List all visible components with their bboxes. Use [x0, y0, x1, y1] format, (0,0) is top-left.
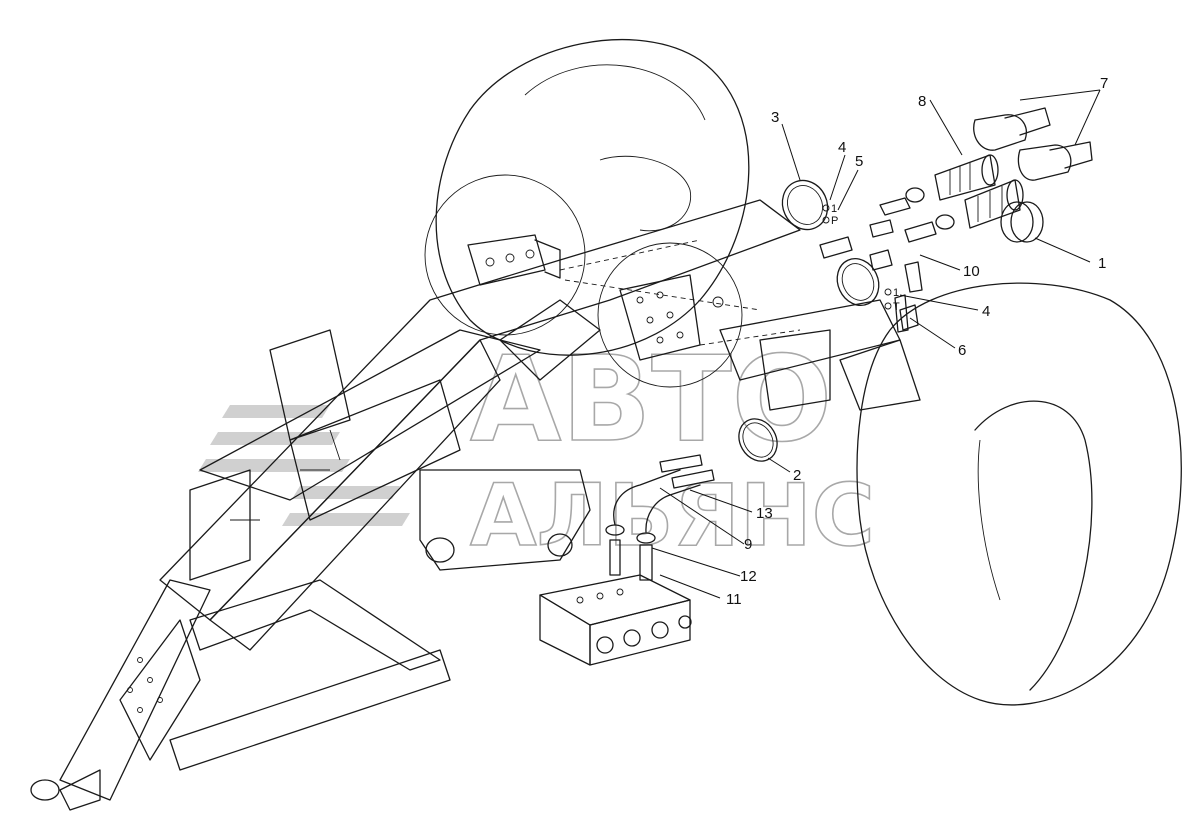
detail-circle-valve — [424, 174, 586, 336]
watermark: АВТО АЛЬЯНС — [198, 329, 876, 567]
callout-4-upper: 4 — [838, 139, 846, 156]
wheel-rear — [435, 38, 750, 356]
callout-5: 5 — [855, 153, 863, 170]
drawbar-holes — [127, 657, 163, 713]
callout-1: 1 — [1098, 255, 1106, 272]
clamp-3 — [781, 179, 829, 231]
callout-labels: 1 2 3 4 4 5 6 7 8 9 10 11 12 13 — [726, 75, 1108, 608]
seal-ring-1 — [1000, 201, 1044, 243]
callout-2: 2 — [793, 467, 801, 484]
quick-coupling-upper — [879, 154, 999, 216]
wheel-front — [856, 282, 1182, 706]
clamp-lower — [836, 258, 880, 306]
callout-3: 3 — [771, 109, 779, 126]
callout-7: 7 — [1100, 75, 1108, 92]
callout-9: 9 — [744, 536, 752, 553]
port-mark-t: T — [893, 301, 900, 313]
callout-10: 10 — [963, 263, 980, 280]
valve-block — [539, 574, 692, 666]
projection-lines — [559, 239, 801, 346]
port-mark-1-lower: 1 — [893, 287, 899, 299]
callout-8: 8 — [918, 93, 926, 110]
callout-4-lower: 4 — [982, 303, 990, 320]
watermark-speed-bars — [198, 405, 410, 526]
dust-cap-lower — [1017, 141, 1093, 181]
drawbar — [30, 579, 451, 811]
quick-coupling-lower — [904, 179, 1024, 243]
callout-13: 13 — [756, 505, 773, 522]
port-marks: 1 P 1 T — [822, 203, 900, 313]
port-mark-p: P — [831, 215, 838, 227]
chassis-frame — [159, 199, 921, 651]
adapter-fittings — [819, 219, 923, 333]
port-mark-1-upper: 1 — [831, 203, 837, 215]
callout-6: 6 — [958, 342, 966, 359]
leader-lines — [651, 89, 1101, 599]
callout-12: 12 — [740, 568, 757, 585]
dust-cap-upper — [973, 107, 1051, 151]
callout-11: 11 — [726, 591, 742, 608]
watermark-line1: АВТО — [470, 330, 832, 468]
